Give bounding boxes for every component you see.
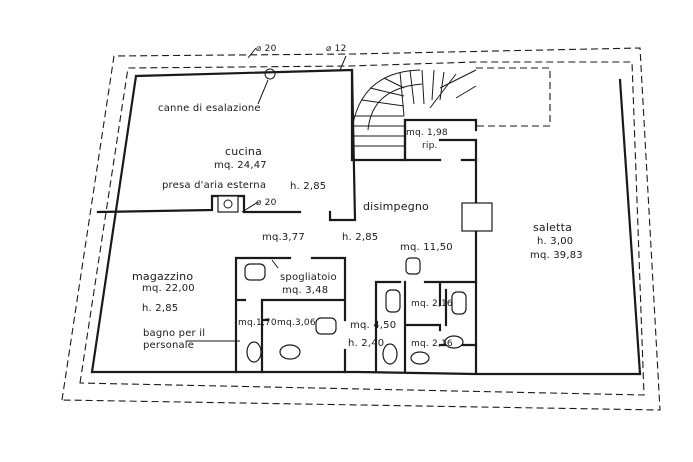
wall-rip-box bbox=[403, 118, 478, 162]
label-mag-h: h. 2,85 bbox=[142, 303, 179, 314]
toilet-5 bbox=[444, 335, 464, 349]
label-bagno-1: bagno per il bbox=[143, 328, 206, 339]
label-wc4-area: mq. 2,16 bbox=[411, 339, 453, 349]
stair-treads bbox=[354, 69, 457, 147]
label-wc-corr-h: h. 2,40 bbox=[348, 338, 385, 349]
toilet-2 bbox=[279, 344, 301, 360]
label-pipe-c: ⌀ 20 bbox=[256, 198, 277, 208]
label-cucina-h: h. 2,85 bbox=[290, 181, 327, 192]
label-pipe-b: ⌀ 12 bbox=[326, 44, 347, 54]
label-rip-area: mq. 1,98 bbox=[406, 128, 448, 138]
label-rip-name: rip. bbox=[422, 141, 438, 151]
stair-rail bbox=[439, 69, 477, 99]
stair-dashed-landing bbox=[476, 67, 551, 127]
label-wc-corr-area: mq. 4,50 bbox=[350, 320, 397, 331]
label-mag-name: magazzino bbox=[132, 270, 194, 283]
label-wc3-area: mq. 2,16 bbox=[411, 299, 453, 309]
pipe-leader-c bbox=[241, 201, 259, 213]
toilet-4 bbox=[410, 351, 430, 365]
basin-5 bbox=[405, 257, 421, 275]
label-flue: canne di esalazione bbox=[158, 103, 261, 114]
outer-perimeter-dashed bbox=[61, 47, 661, 411]
flue-pipe bbox=[264, 68, 276, 80]
label-dis-area: mq. 11,50 bbox=[400, 242, 453, 253]
label-mag-area: mq. 22,00 bbox=[142, 283, 195, 294]
label-saletta-name: saletta bbox=[533, 221, 573, 234]
pipe-leader-b bbox=[339, 55, 347, 71]
label-spog-area: mq. 3,48 bbox=[282, 285, 329, 296]
label-spog-name: spogliatoio bbox=[280, 272, 337, 283]
pipe-leader-a bbox=[247, 47, 257, 59]
label-disimpegno: disimpegno bbox=[363, 200, 429, 213]
vent-box bbox=[217, 195, 239, 213]
label-saletta-h: h. 3,00 bbox=[537, 236, 574, 247]
fixture-leader bbox=[271, 259, 279, 269]
label-corr-h: h. 2,85 bbox=[342, 232, 379, 243]
basin-3 bbox=[385, 289, 401, 313]
stair-arc bbox=[351, 69, 423, 131]
label-cucina-name: cucina bbox=[225, 145, 263, 158]
column bbox=[461, 202, 493, 232]
wall-bottom bbox=[90, 370, 642, 376]
label-saletta-area: mq. 39,83 bbox=[530, 250, 583, 261]
label-presa: presa d'aria esterna bbox=[162, 180, 267, 191]
label-cucina-area: mq. 24,47 bbox=[214, 160, 267, 171]
wall-kitchen-bottom bbox=[96, 194, 302, 214]
label-wc2-area: mq.3,06 bbox=[277, 318, 316, 328]
toilet-1 bbox=[246, 341, 262, 363]
basin-spog bbox=[244, 263, 266, 281]
label-pipe-a: ⌀ 20 bbox=[256, 44, 277, 54]
toilet-3 bbox=[382, 343, 398, 365]
label-bagno-2: personale bbox=[143, 340, 195, 351]
basin-4 bbox=[451, 291, 467, 315]
label-wc1-area: mq.1,70 bbox=[238, 318, 277, 328]
wall-bath-block bbox=[234, 256, 478, 374]
inner-perimeter-dashed bbox=[79, 61, 645, 396]
wall-right bbox=[618, 78, 642, 376]
label-corr-area: mq.3,77 bbox=[262, 232, 305, 243]
basin-wc2 bbox=[315, 317, 337, 335]
flue-leader bbox=[257, 79, 269, 105]
vent-circle bbox=[223, 199, 233, 209]
